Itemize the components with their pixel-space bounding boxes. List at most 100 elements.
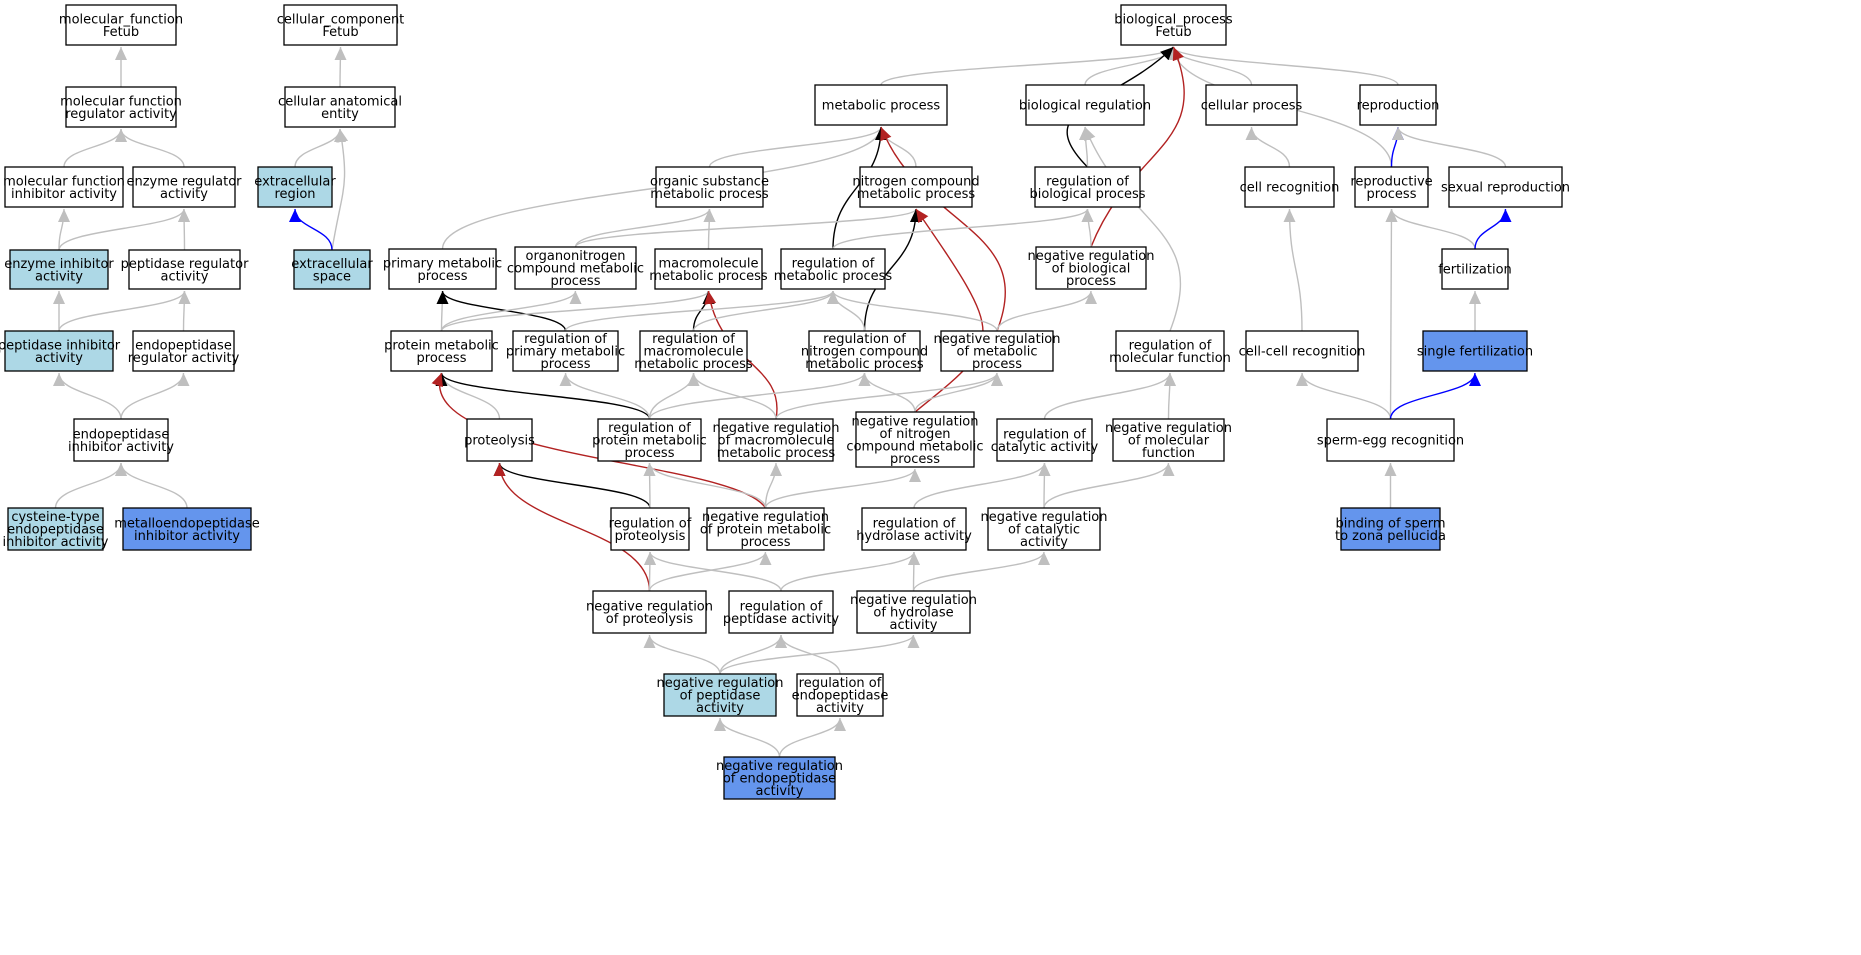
term-box <box>1035 246 1147 290</box>
edge-neg_reg_nitro-to-nitro <box>914 208 984 413</box>
term-label-line: regulation of <box>608 421 691 436</box>
term-box <box>466 418 533 462</box>
edge-line <box>1385 208 1476 250</box>
term-node-sperm_egg[interactable]: sperm-egg recognition <box>1317 418 1464 462</box>
term-box <box>65 4 177 46</box>
term-label-line: sexual reproduction <box>1441 181 1570 196</box>
term-box <box>610 507 690 551</box>
term-label-line: macromolecule <box>643 345 743 360</box>
term-box <box>1326 418 1455 462</box>
term-label-line: cellular_component <box>277 12 405 27</box>
edge-neg_reg_macro-to-macro <box>704 290 778 420</box>
edge-line <box>331 128 349 251</box>
term-node-bio_reg[interactable]: biological regulation <box>1019 84 1151 126</box>
term-label-line: negative regulation <box>1027 249 1154 264</box>
term-label-line: negative regulation <box>586 599 713 614</box>
term-label-line: endopeptidase <box>135 338 232 353</box>
term-label-line: of macromolecule <box>718 434 835 449</box>
edge-line <box>913 462 1051 509</box>
term-label-line: negative regulation <box>702 510 829 525</box>
edge-cae-to-cc_root <box>334 46 347 88</box>
edge-neg_reg_met-to-neg_reg_bio <box>996 290 1097 332</box>
term-label-line: metabolic process <box>857 187 976 202</box>
term-node-cell_cell[interactable]: cell-cell recognition <box>1239 330 1366 372</box>
term-node-single_fert[interactable]: single fertilization <box>1417 330 1533 372</box>
edge-line <box>719 634 920 675</box>
edge-line <box>559 372 651 420</box>
edge-ext_region-to-cae <box>294 128 346 168</box>
term-node-cell_recog[interactable]: cell recognition <box>1240 166 1340 208</box>
edge-line <box>704 290 778 420</box>
term-box <box>780 248 886 290</box>
term-node-cellular[interactable]: cellular process <box>1201 84 1303 126</box>
term-node-sexual[interactable]: sexual reproduction <box>1441 166 1570 208</box>
edge-line <box>775 634 841 675</box>
term-box <box>855 411 975 468</box>
term-node-metabolic[interactable]: metabolic process <box>814 84 948 126</box>
term-box <box>597 418 702 462</box>
edge-line <box>115 462 188 509</box>
edge-line <box>1038 462 1051 509</box>
term-label-line: biological_process <box>1114 12 1233 27</box>
term-label-line: regulation of <box>792 256 875 271</box>
term-label-line: reproductive <box>1350 174 1432 189</box>
edge-line <box>775 372 1003 420</box>
term-node-fertilization[interactable]: fertilization <box>1438 248 1512 290</box>
term-node-reproduction[interactable]: reproduction <box>1357 84 1440 126</box>
term-label-line: endopeptidase <box>792 689 889 704</box>
edge-reg_cat-to-reg_molfunc <box>1043 372 1176 420</box>
term-label-line: inhibitor activity <box>11 187 117 202</box>
term-node-proteolysis[interactable]: proteolysis <box>464 418 535 462</box>
edge-line <box>440 290 582 332</box>
edge-line <box>858 372 916 413</box>
term-box <box>987 507 1101 551</box>
